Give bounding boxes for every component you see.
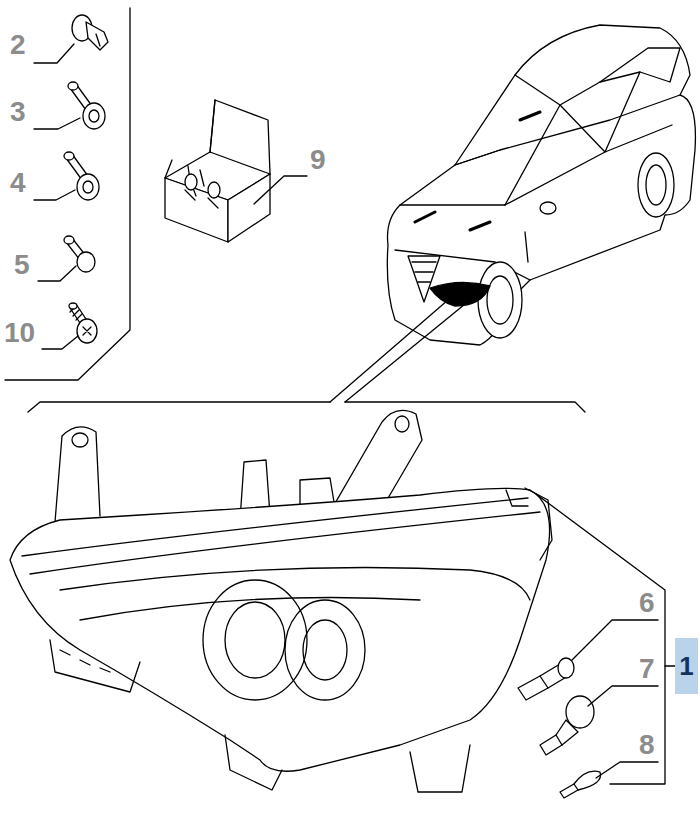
callout-number: 1 xyxy=(679,652,693,680)
view-pointer xyxy=(330,300,470,402)
screw-fastener xyxy=(69,303,97,343)
callout-number: 10 xyxy=(4,318,35,348)
callout-number: 6 xyxy=(639,588,655,618)
callout-number: 2 xyxy=(10,30,26,60)
callout-number: 5 xyxy=(14,250,30,280)
view-bracket xyxy=(28,402,585,412)
bulb-kit-box xyxy=(165,100,270,242)
group-bracket xyxy=(665,665,675,666)
callout-number: 9 xyxy=(310,145,326,175)
highlighted-callout: 1 xyxy=(675,638,698,694)
clip-fastener xyxy=(72,15,108,50)
callout-number: 4 xyxy=(10,168,26,198)
callout-number: 7 xyxy=(639,654,655,684)
bulb-drawing xyxy=(518,658,574,700)
callout-number: 3 xyxy=(10,97,26,127)
bulb-drawing xyxy=(560,771,601,798)
screw-fastener xyxy=(64,236,95,272)
car-outline xyxy=(387,25,695,345)
group-bracket xyxy=(536,494,665,784)
panel-frame xyxy=(5,8,130,380)
headlamp-drawing xyxy=(10,410,552,792)
bulb-drawing xyxy=(540,696,594,755)
callout-number: 8 xyxy=(639,730,655,760)
